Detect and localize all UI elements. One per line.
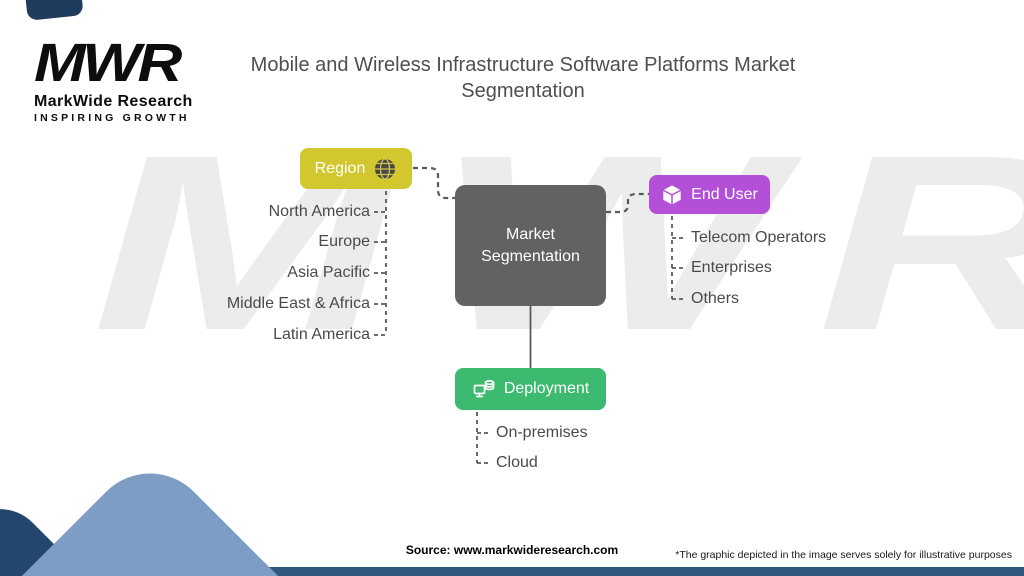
end-user-item: Others [691, 290, 740, 307]
cube-icon [661, 184, 683, 206]
region-item: North America [268, 203, 370, 220]
corner-decoration-top-left [24, 0, 84, 21]
devices-icon [472, 377, 496, 401]
disclaimer-text: *The graphic depicted in the image serve… [675, 549, 1012, 561]
globe-icon [373, 157, 397, 181]
brand-name: MarkWide Research [34, 93, 193, 110]
region-item: Middle East & Africa [226, 295, 370, 312]
brand-logo: MWR MarkWide Research INSPIRING GROWTH [34, 36, 193, 124]
center-node: Market Segmentation [455, 185, 606, 306]
deployment-branch-ticks [477, 432, 489, 464]
center-node-label: Market Segmentation [481, 225, 580, 265]
region-item: Europe [318, 233, 370, 250]
deployment-item: Cloud [496, 454, 538, 471]
end-user-item: Enterprises [691, 259, 772, 276]
end-user-item: Telecom Operators [691, 229, 827, 246]
brand-tagline: INSPIRING GROWTH [34, 112, 190, 124]
deployment-label: Deployment [503, 380, 590, 397]
region-label: Region [314, 159, 366, 177]
brand-logo-mark: MWR [34, 33, 182, 93]
end-user-label: End User [691, 185, 758, 203]
deployment-item: On-premises [496, 424, 588, 441]
region-item: Asia Pacific [287, 264, 370, 281]
deployment-node: Deployment [455, 368, 606, 410]
region-item: Latin America [273, 326, 370, 343]
corner-decoration-steel-blue [0, 447, 363, 576]
end-user-node: End User [649, 175, 770, 214]
page-title: Mobile and Wireless Infrastructure Softw… [250, 54, 796, 103]
source-text: Source: www.markwideresearch.com [405, 543, 619, 557]
region-node: Region [300, 148, 412, 189]
bottom-accent-bar [0, 567, 1024, 576]
